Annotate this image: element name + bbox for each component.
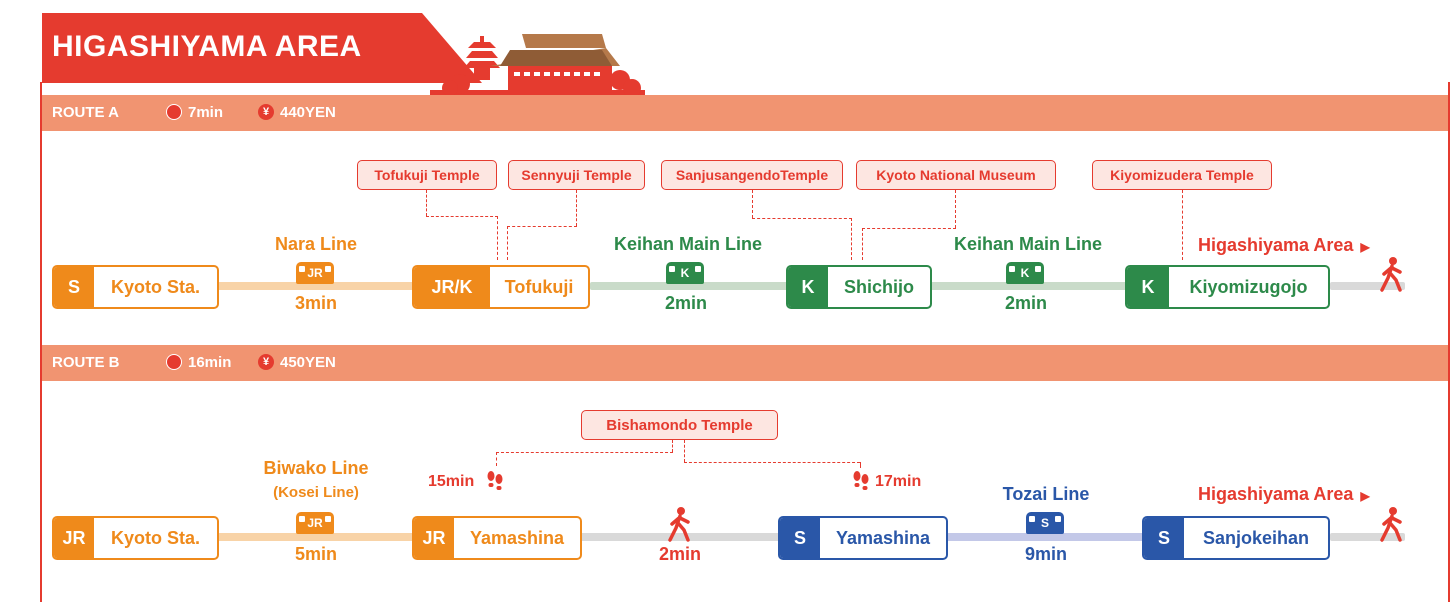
station-box: JR/K Tofukuji <box>412 265 590 309</box>
destination-label: Higashiyama Area ▶ <box>1198 484 1370 504</box>
route-a-label: ROUTE A <box>52 104 119 121</box>
route-a-header: ROUTE A 7min ¥ 440YEN <box>42 95 1448 131</box>
track-walk-a <box>1330 282 1405 290</box>
station-box: JR Kyoto Sta. <box>52 516 219 560</box>
walking-person-icon <box>1380 507 1402 542</box>
track-walk-c <box>1330 533 1405 541</box>
walking-person-icon <box>1380 257 1402 292</box>
duration-label: 2min <box>1004 293 1047 313</box>
temple-tag: SanjusangendoTemple <box>661 160 843 190</box>
route-b-header: ROUTE B 16min ¥ 450YEN <box>42 345 1448 381</box>
routes-frame <box>40 82 1450 602</box>
temple-tag: Sennyuji Temple <box>508 160 645 190</box>
connector <box>426 190 427 216</box>
yen-icon: ¥ <box>258 354 274 370</box>
connector <box>955 190 956 228</box>
page-title: HIGASHIYAMA AREA <box>52 30 362 63</box>
connector <box>497 216 498 260</box>
walking-person-icon <box>668 507 690 542</box>
temple-tag: Bishamondo Temple <box>581 410 778 440</box>
track-keihan-1 <box>590 282 790 290</box>
train-icon: S <box>1026 512 1064 534</box>
line-label: Nara Line <box>274 234 358 254</box>
triangle-right-icon: ▶ <box>1360 489 1370 503</box>
connector <box>507 226 577 227</box>
connector <box>851 218 852 260</box>
temple-tag: Tofukuji Temple <box>357 160 497 190</box>
route-a-fare: 440YEN <box>280 104 336 121</box>
footprints-icon <box>487 471 503 490</box>
train-icon: K <box>1006 262 1044 284</box>
temple-tag: Kyoto National Museum <box>856 160 1056 190</box>
station-box: S Kyoto Sta. <box>52 265 219 309</box>
yen-icon: ¥ <box>258 104 274 120</box>
connector <box>496 452 673 453</box>
track-walk-b <box>580 533 780 541</box>
clock-icon <box>166 104 182 120</box>
connector <box>684 462 860 463</box>
connector <box>752 218 852 219</box>
connector <box>1182 190 1183 260</box>
train-icon: JR <box>296 262 334 284</box>
track-nara-line <box>215 282 415 290</box>
walk-time-label: 15min <box>428 473 475 490</box>
connector <box>862 228 863 260</box>
connector <box>672 440 673 452</box>
subline-label: (Kosei Line) <box>273 484 359 501</box>
connector <box>426 216 498 217</box>
connector <box>507 226 508 260</box>
walk-time-label: 17min <box>875 473 922 490</box>
line-label: Tozai Line <box>1002 484 1090 504</box>
destination-label: Higashiyama Area ▶ <box>1198 235 1370 255</box>
station-box: K Kiyomizugojo <box>1125 265 1330 309</box>
track-tozai-line <box>945 533 1145 541</box>
duration-label: 9min <box>1024 544 1067 564</box>
track-keihan-2 <box>930 282 1130 290</box>
connector <box>860 462 861 468</box>
walk-duration-label: 2min <box>658 544 701 564</box>
station-box: K Shichijo <box>786 265 932 309</box>
station-box: S Yamashina <box>778 516 948 560</box>
train-icon: K <box>666 262 704 284</box>
station-box: S Sanjokeihan <box>1142 516 1330 560</box>
connector <box>684 440 685 462</box>
route-b-time: 16min <box>188 354 232 371</box>
connector <box>496 452 497 466</box>
triangle-right-icon: ▶ <box>1360 240 1370 254</box>
connector <box>576 190 577 226</box>
route-a-time: 7min <box>188 104 224 121</box>
line-label: Keihan Main Line <box>953 234 1103 254</box>
header-banner <box>42 13 482 83</box>
connector <box>752 190 753 218</box>
duration-label: 3min <box>294 293 337 313</box>
route-b-fare: 450YEN <box>280 354 336 371</box>
connector <box>862 228 956 229</box>
station-box: JR Yamashina <box>412 516 582 560</box>
line-label: Keihan Main Line <box>613 234 763 254</box>
temple-tag: Kiyomizudera Temple <box>1092 160 1272 190</box>
line-label: Biwako Line <box>263 458 369 478</box>
train-icon: JR <box>296 512 334 534</box>
duration-label: 2min <box>664 293 707 313</box>
route-b-label: ROUTE B <box>52 354 120 371</box>
clock-icon <box>166 354 182 370</box>
duration-label: 5min <box>294 544 337 564</box>
footprints-icon <box>853 471 869 490</box>
track-biwako-line <box>215 533 415 541</box>
